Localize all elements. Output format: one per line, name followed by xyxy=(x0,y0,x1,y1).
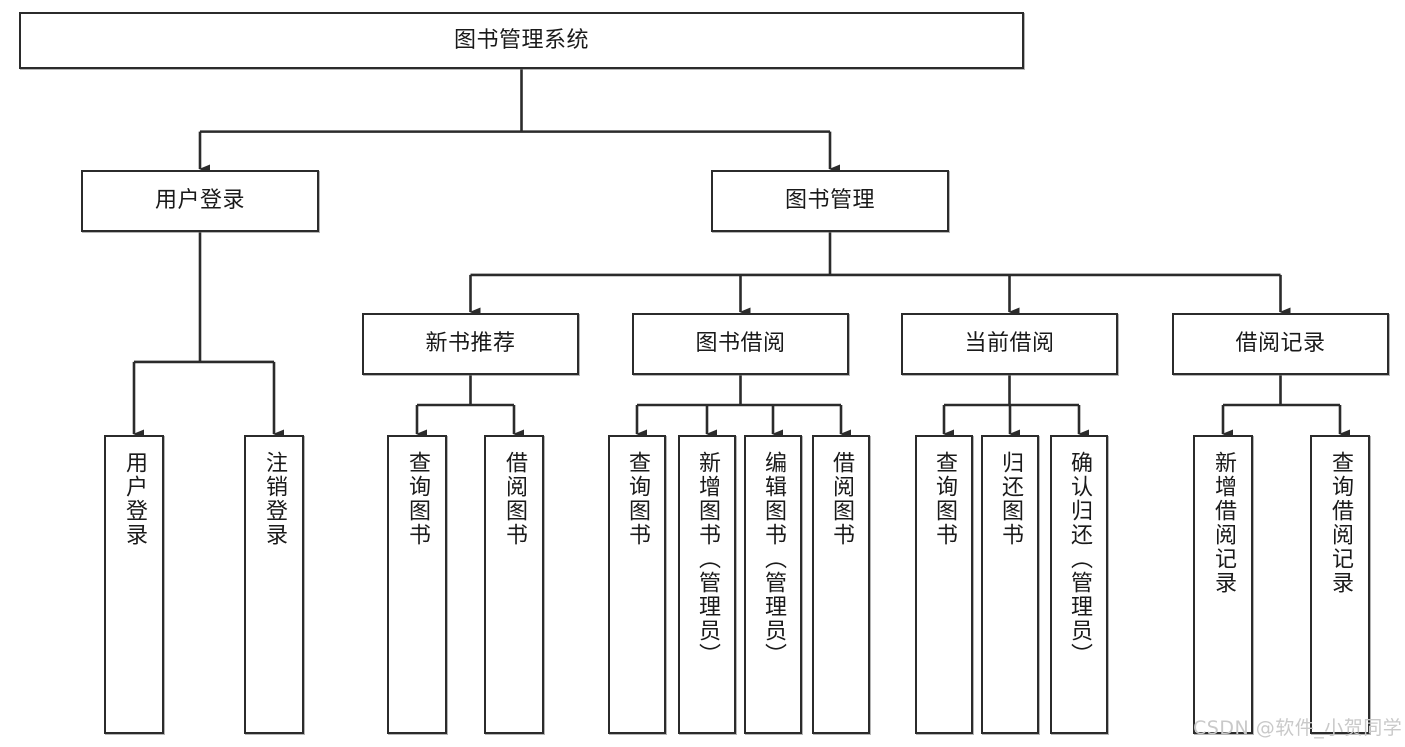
node-label: 注销登录 xyxy=(262,451,287,547)
leaf-node-add-book-admin[interactable]: 新增图书（管理员） xyxy=(678,435,736,734)
node-label: 图书管理系统 xyxy=(453,27,589,53)
node-label: 借阅图书 xyxy=(502,451,527,547)
node-label: 查询图书 xyxy=(932,451,957,547)
node-label: 新增借阅记录 xyxy=(1211,451,1236,595)
node-root-system[interactable]: 图书管理系统 xyxy=(19,12,1024,69)
node-label: 借阅图书 xyxy=(829,451,854,547)
node-label: 图书借阅 xyxy=(695,331,786,357)
node-new-book-recommend[interactable]: 新书推荐 xyxy=(362,313,579,375)
node-label: 当前借阅 xyxy=(964,331,1055,357)
node-user-login[interactable]: 用户登录 xyxy=(81,170,319,232)
leaf-node-query-book-current[interactable]: 查询图书 xyxy=(915,435,973,734)
leaf-node-edit-book-admin[interactable]: 编辑图书（管理员） xyxy=(744,435,802,734)
leaf-node-query-borrow-record[interactable]: 查询借阅记录 xyxy=(1310,435,1370,734)
node-book-management[interactable]: 图书管理 xyxy=(711,170,949,232)
node-label: 查询图书 xyxy=(625,451,650,547)
leaf-node-borrow-book-recommend[interactable]: 借阅图书 xyxy=(484,435,544,734)
node-label: 归还图书 xyxy=(998,451,1023,547)
node-label: 借阅记录 xyxy=(1235,331,1326,357)
leaf-node-query-book-borrow[interactable]: 查询图书 xyxy=(608,435,666,734)
node-label: 用户登录 xyxy=(122,451,147,547)
node-label: 新增图书（管理员） xyxy=(695,451,720,667)
node-label: 用户登录 xyxy=(154,188,245,214)
node-borrow-record[interactable]: 借阅记录 xyxy=(1172,313,1389,375)
node-label: 图书管理 xyxy=(784,188,875,214)
leaf-node-borrow-book[interactable]: 借阅图书 xyxy=(812,435,870,734)
node-label: 查询借阅记录 xyxy=(1328,451,1353,595)
leaf-node-confirm-return-admin[interactable]: 确认归还（管理员） xyxy=(1050,435,1108,734)
leaf-node-return-book[interactable]: 归还图书 xyxy=(981,435,1039,734)
node-current-borrow[interactable]: 当前借阅 xyxy=(901,313,1118,375)
leaf-node-add-borrow-record[interactable]: 新增借阅记录 xyxy=(1193,435,1253,734)
node-label: 编辑图书（管理员） xyxy=(761,451,786,667)
node-book-borrow[interactable]: 图书借阅 xyxy=(632,313,849,375)
node-label: 查询图书 xyxy=(405,451,430,547)
leaf-node-logout[interactable]: 注销登录 xyxy=(244,435,304,734)
connector-lines xyxy=(132,69,1350,439)
node-label: 确认归还（管理员） xyxy=(1067,451,1092,667)
node-label: 新书推荐 xyxy=(425,331,516,357)
leaf-node-user-login[interactable]: 用户登录 xyxy=(104,435,164,734)
leaf-node-query-book-recommend[interactable]: 查询图书 xyxy=(387,435,447,734)
